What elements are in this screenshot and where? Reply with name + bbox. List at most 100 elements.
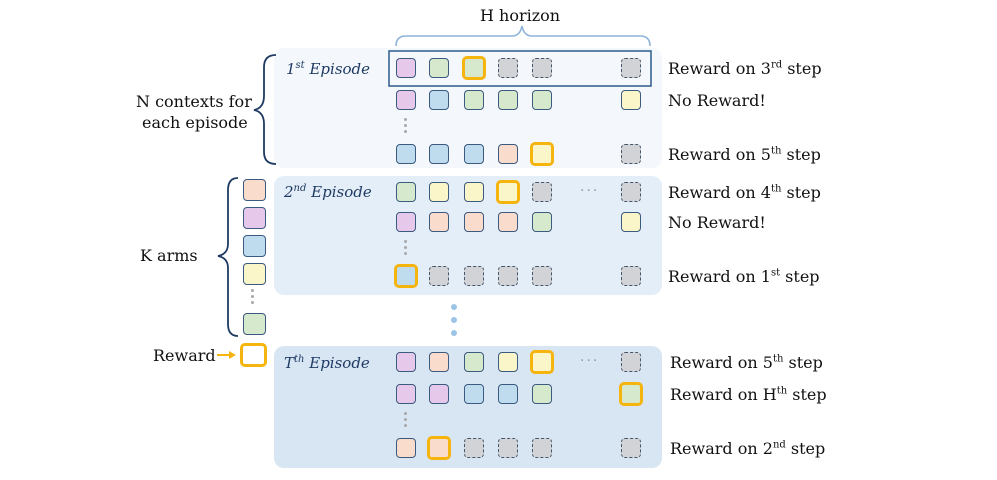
- arm-box-4: [243, 263, 266, 285]
- episode-2-row-3-last-box: [621, 266, 641, 286]
- episode-2-row-2-box-5: [532, 212, 552, 232]
- reward-text-superscript: th: [776, 385, 788, 397]
- episode-title-suffix: Episode: [304, 60, 371, 78]
- episode-1-row-1-box-1: [396, 58, 416, 78]
- episode-1-row-2-last-box: [621, 90, 641, 110]
- episode-title-suffix: Episode: [306, 183, 372, 201]
- reward-text-superscript: nd: [772, 439, 786, 451]
- episode-1-row-3-box-5: [530, 142, 554, 166]
- episode-1-row-2-box-1: [396, 90, 416, 110]
- episode-1-row-3-box-2: [429, 144, 449, 164]
- episode-2-row-2-box-2: [429, 212, 449, 232]
- reward-text-suffix: step: [780, 267, 820, 286]
- episode-1-row-1-box-4: [498, 58, 518, 78]
- arm-box-1: [243, 179, 266, 201]
- episode-1-row-1-box-2: [429, 58, 449, 78]
- episode-2-horizontal-dots: ···: [580, 183, 600, 199]
- episode-1-row-1-last-box: [621, 58, 641, 78]
- reward-text-suffix: step: [781, 145, 821, 164]
- episode-3-horizontal-dots: ···: [580, 353, 600, 369]
- episode-1-row-3-box-1: [396, 144, 416, 164]
- episode-title-prefix: 1: [286, 60, 296, 78]
- episode-2-row-1-box-2: [429, 182, 449, 202]
- episode-title-superscript: nd: [293, 183, 307, 194]
- reward-legend-box: [240, 343, 267, 367]
- episode-3-title: Tth Episode: [284, 354, 370, 372]
- episode-3-row-1-box-5: [530, 350, 554, 374]
- episode-2-row-1-last-box: [621, 182, 641, 202]
- reward-text-main: Reward on 4: [668, 183, 771, 202]
- episode-3-row-1-last-box: [621, 352, 641, 372]
- episode-3-row-3-box-3: [464, 438, 484, 458]
- episode-3-row-2-box-3: [464, 384, 484, 404]
- episode-3-row-2-box-1: [396, 384, 416, 404]
- episode-3-row-2-reward-text: Reward on Hth step: [670, 385, 827, 404]
- first-row-highlight: [388, 50, 652, 87]
- reward-text-suffix: step: [785, 439, 826, 458]
- arm-box-3: [243, 235, 266, 257]
- episode-3-row-1-reward-text: Reward on 5th step: [670, 353, 823, 372]
- episode-gap-dot-3: [451, 330, 457, 336]
- reward-text-main: Reward on 2: [670, 439, 773, 458]
- episode-1-row-3-box-4: [498, 144, 518, 164]
- episode-1-row-3-reward-text: Reward on 5th step: [668, 145, 821, 164]
- episode-2-row-1-box-5: [532, 182, 552, 202]
- episode-2-row-3-box-1: [394, 264, 418, 288]
- reward-text-main: Reward on 3: [668, 59, 771, 78]
- episode-title-superscript: th: [294, 354, 305, 365]
- episode-2-row-3-box-4: [498, 266, 518, 286]
- episode-1-row-1-reward-text: Reward on 3rd step: [668, 59, 822, 78]
- episode-3-row-2-box-2: [429, 384, 449, 404]
- episode-2-row-1-reward-text: Reward on 4th step: [668, 183, 821, 202]
- episode-3-row-3-box-2: [427, 436, 451, 460]
- reward-text-main: Reward on H: [670, 385, 777, 404]
- episode-3-row-3-box-5: [532, 438, 552, 458]
- arm-box-5: [243, 313, 266, 335]
- episode-1-row-1-box-3: [462, 56, 486, 80]
- episode-3-row-3-last-box: [621, 438, 641, 458]
- episode-3-row-2-box-4: [498, 384, 518, 404]
- episode-2-row-2-reward-text: No Reward!: [668, 213, 766, 232]
- reward-text-main: No Reward!: [668, 91, 766, 110]
- episode-1-row-2-box-2: [429, 90, 449, 110]
- episode-2-row-2-box-4: [498, 212, 518, 232]
- n-contexts-label-line2: each episode: [142, 113, 248, 132]
- horizon-brace: [395, 25, 651, 47]
- episode-3-row-1-box-1: [396, 352, 416, 372]
- episode-2-row-2-last-box: [621, 212, 641, 232]
- reward-text-superscript: th: [770, 183, 782, 195]
- reward-text-suffix: step: [783, 353, 823, 372]
- reward-text-superscript: th: [772, 353, 784, 365]
- reward-text-superscript: st: [770, 267, 781, 279]
- episode-1-row-2-reward-text: No Reward!: [668, 91, 766, 110]
- episode-title-suffix: Episode: [304, 354, 370, 372]
- episode-2-row-2-box-3: [464, 212, 484, 232]
- reward-text-main: Reward on 5: [670, 353, 773, 372]
- episode-3-row-1-box-3: [464, 352, 484, 372]
- reward-legend-label: Reward: [153, 346, 216, 365]
- episode-2-row-3-box-3: [464, 266, 484, 286]
- reward-text-main: No Reward!: [668, 213, 766, 232]
- episode-2-row-3-box-2: [429, 266, 449, 286]
- episode-2-title: 2nd Episode: [284, 183, 372, 201]
- k-arms-brace: [217, 177, 239, 337]
- reward-arrow-head: [229, 351, 236, 359]
- episode-2-row-1-box-1: [396, 182, 416, 202]
- episode-title-superscript: st: [295, 60, 305, 71]
- episode-title-prefix: 2: [284, 183, 294, 201]
- episode-3-row-3-box-4: [498, 438, 518, 458]
- episode-1-title: 1st Episode: [286, 60, 370, 78]
- episode-2-row-1-box-4: [496, 180, 520, 204]
- episode-1-row-2-box-3: [464, 90, 484, 110]
- episode-1-row-2-box-4: [498, 90, 518, 110]
- reward-text-main: Reward on 5: [668, 145, 771, 164]
- episode-3-row-2-box-5: [532, 384, 552, 404]
- episode-1-row-2-box-5: [532, 90, 552, 110]
- episode-1-row-3-last-box: [621, 144, 641, 164]
- episode-3-row-1-box-4: [498, 352, 518, 372]
- episode-3-vertical-dots: [404, 412, 408, 430]
- episode-2-vertical-dots: [404, 240, 408, 258]
- k-arms-label: K arms: [140, 246, 198, 265]
- episode-3-row-1-box-2: [429, 352, 449, 372]
